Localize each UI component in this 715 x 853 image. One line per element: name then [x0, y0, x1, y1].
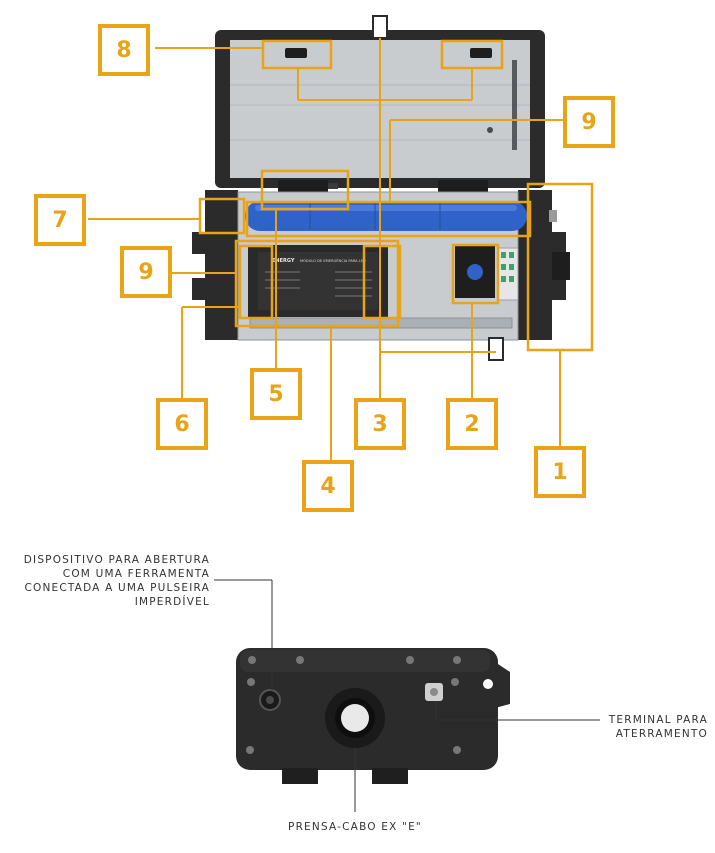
opening-device-label-line: COM UMA FERRAMENTA — [62, 568, 210, 580]
highlight-module-right — [362, 244, 402, 320]
callout-6: 6 — [156, 398, 208, 450]
highlight-bracket — [198, 197, 246, 235]
highlight-module — [234, 239, 400, 328]
callout-5: 5 — [250, 368, 302, 420]
highlight-module-left — [238, 244, 274, 320]
closed-enclosure — [236, 648, 510, 784]
module-brand: ENERGY — [272, 258, 295, 264]
opening-device-label-line: DISPOSITIVO PARA ABERTURA — [23, 554, 210, 566]
opening-device-label: DISPOSITIVO PARA ABERTURA COM UMA FERRAM… — [10, 553, 210, 609]
callout-9-top: 9 — [563, 96, 615, 148]
bottom-latch — [488, 337, 504, 361]
grounding-label-line: ATERRAMENTO — [615, 728, 708, 740]
cable-gland-label: PRENSA-CABO EX "E" — [288, 821, 422, 833]
opening-device-label-line: CONECTADA A UMA PULSEIRA — [24, 582, 210, 594]
highlight-hinge — [260, 169, 350, 211]
leader-lines — [88, 38, 563, 460]
lid-latch-right — [470, 48, 492, 58]
callout-9-left: 9 — [120, 246, 172, 298]
callout-4: 4 — [302, 460, 354, 512]
opening-device-label-line: IMPERDÍVEL — [134, 596, 210, 608]
highlight-junction — [451, 243, 500, 305]
callout-2: 2 — [446, 398, 498, 450]
foot-right — [372, 768, 408, 784]
bottom-leader-lines — [214, 579, 600, 812]
grounding-label: TERMINAL PARA ATERRAMENTO — [560, 713, 708, 741]
highlight-boxes — [198, 39, 594, 352]
side-cable-gland — [552, 252, 570, 280]
foot-left — [282, 768, 318, 784]
grounding-label-line: TERMINAL PARA — [608, 714, 708, 726]
top-latch — [372, 15, 388, 39]
highlight-battery — [245, 200, 532, 238]
callout-3: 3 — [354, 398, 406, 450]
module-title: MÓDULO DE EMERGÊNCIA PARA LED — [300, 258, 366, 263]
callout-7: 7 — [34, 194, 86, 246]
callout-1: 1 — [534, 446, 586, 498]
base-flange-left — [205, 190, 238, 340]
callout-8: 8 — [98, 24, 150, 76]
lid-latch-left — [285, 48, 307, 58]
